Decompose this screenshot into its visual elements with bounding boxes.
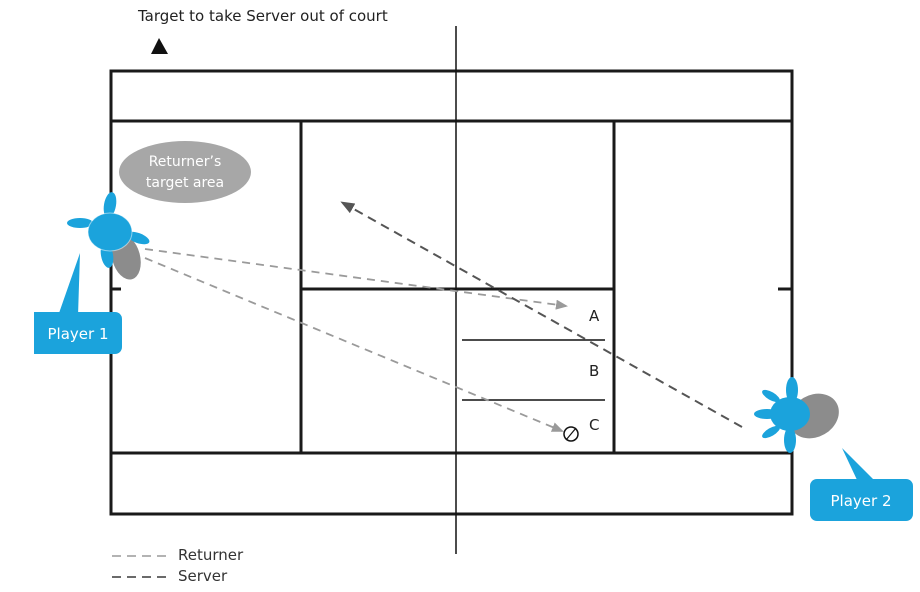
legend-returner-label: Returner [178,546,244,564]
court [109,69,794,516]
target-area-label-line2: target area [146,175,224,191]
zone-a-label: A [589,307,600,325]
zone-b-label: B [589,362,599,380]
returner-shot-c [144,257,564,432]
player-2-icon [754,377,839,453]
player-1-label: Player 1 [48,325,109,343]
player-1-label-pointer [58,253,80,316]
player-1-icon [67,192,150,280]
player-2-label: Player 2 [831,492,892,510]
returner-target-area [119,141,251,203]
server-shot [340,201,743,428]
player-2-label-pointer [842,448,876,482]
zone-c-label: C [589,416,599,434]
legend-server-label: Server [178,567,228,585]
target-caption: Target to take Server out of court [138,7,388,25]
tennis-ball-icon [563,426,579,442]
target-triangle-icon [151,38,168,54]
player-1-label-box [34,312,122,354]
returner-shot-a [144,248,568,310]
target-area-label-line1: Returner’s [149,154,222,170]
player-2-label-box [810,479,913,521]
court-outline [109,69,794,516]
